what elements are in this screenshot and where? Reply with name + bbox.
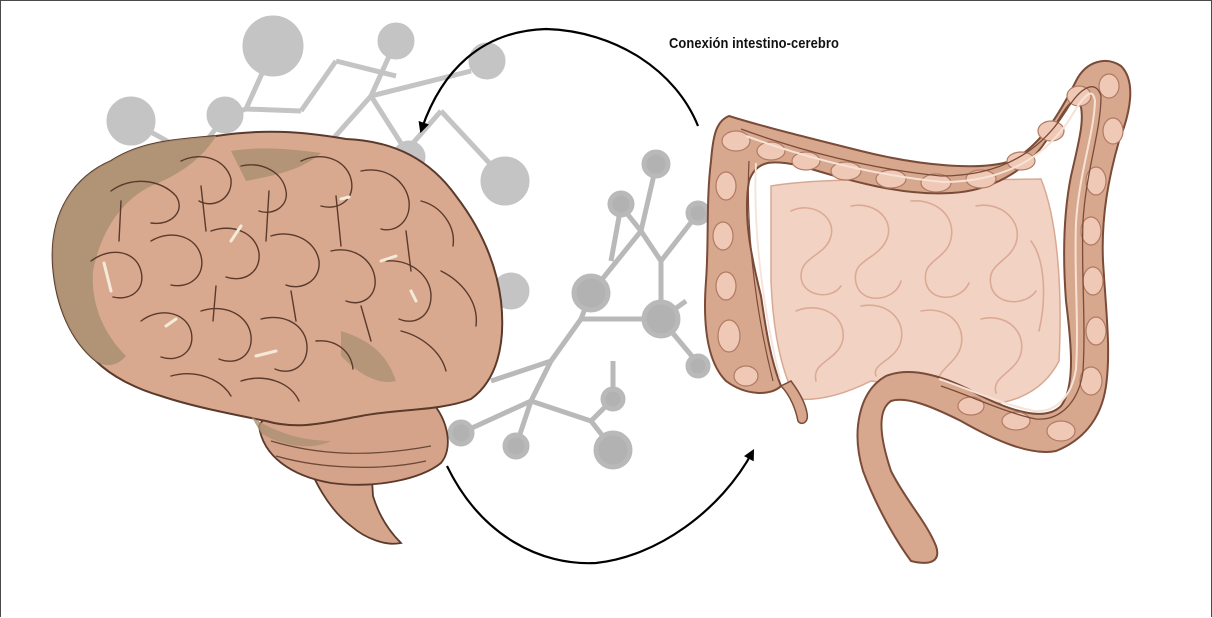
arrow-brain-to-intestine (447, 451, 753, 563)
diagram-title: Conexión intestino-cerebro (669, 35, 839, 52)
brain-icon (53, 132, 503, 544)
intestine-icon (705, 61, 1130, 563)
arrow-intestine-to-brain (421, 29, 698, 131)
